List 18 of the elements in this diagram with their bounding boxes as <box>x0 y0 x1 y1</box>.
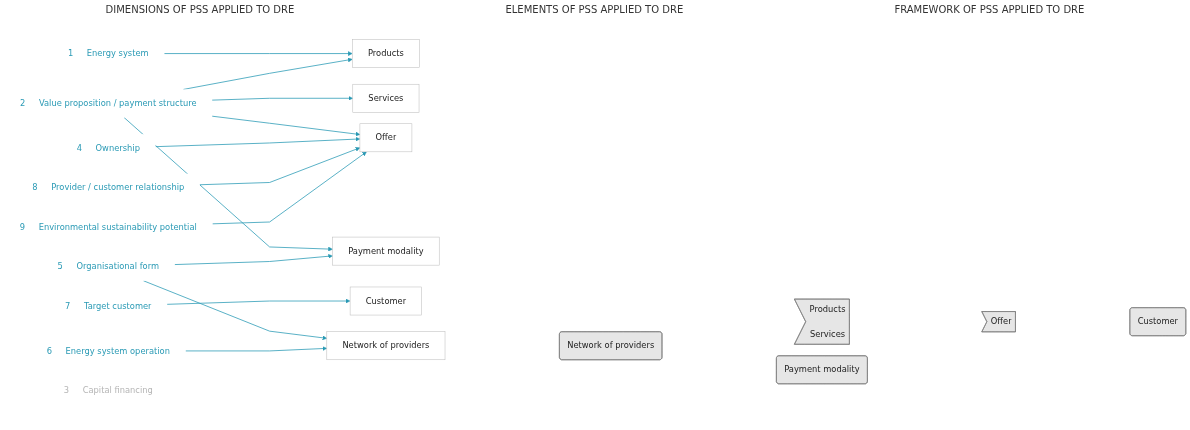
node-text: 2 Value proposition / payment structure <box>20 98 197 109</box>
node-text: 5 Organisational form <box>57 261 160 272</box>
node-text: 6 Energy system operation <box>46 345 170 356</box>
node-text: 1 Energy system <box>67 48 149 59</box>
node-text: 3 Capital financing <box>63 385 153 396</box>
node-box: Offer <box>359 123 413 153</box>
node-text: 9 Environmental sustainability potential <box>19 222 197 232</box>
node-text: 8 Provider / customer relationship <box>32 182 185 193</box>
node-box: Products <box>352 39 420 68</box>
column-heading: FRAMEWORK OF PSS APPLIED TO DRE <box>894 4 1085 17</box>
node-text: 7 Target customer <box>65 301 152 311</box>
column-heading: DIMENSIONS OF PSS APPLIED TO DRE <box>105 4 295 17</box>
node-box: Payment modality <box>332 236 440 266</box>
node-text: 4 Ownership <box>76 142 140 153</box>
node-box: Customer <box>349 286 422 316</box>
column-heading: ELEMENTS OF PSS APPLIED TO DRE <box>505 4 684 17</box>
node-box: Network of providers <box>326 331 446 360</box>
node-box: Services <box>352 83 420 113</box>
